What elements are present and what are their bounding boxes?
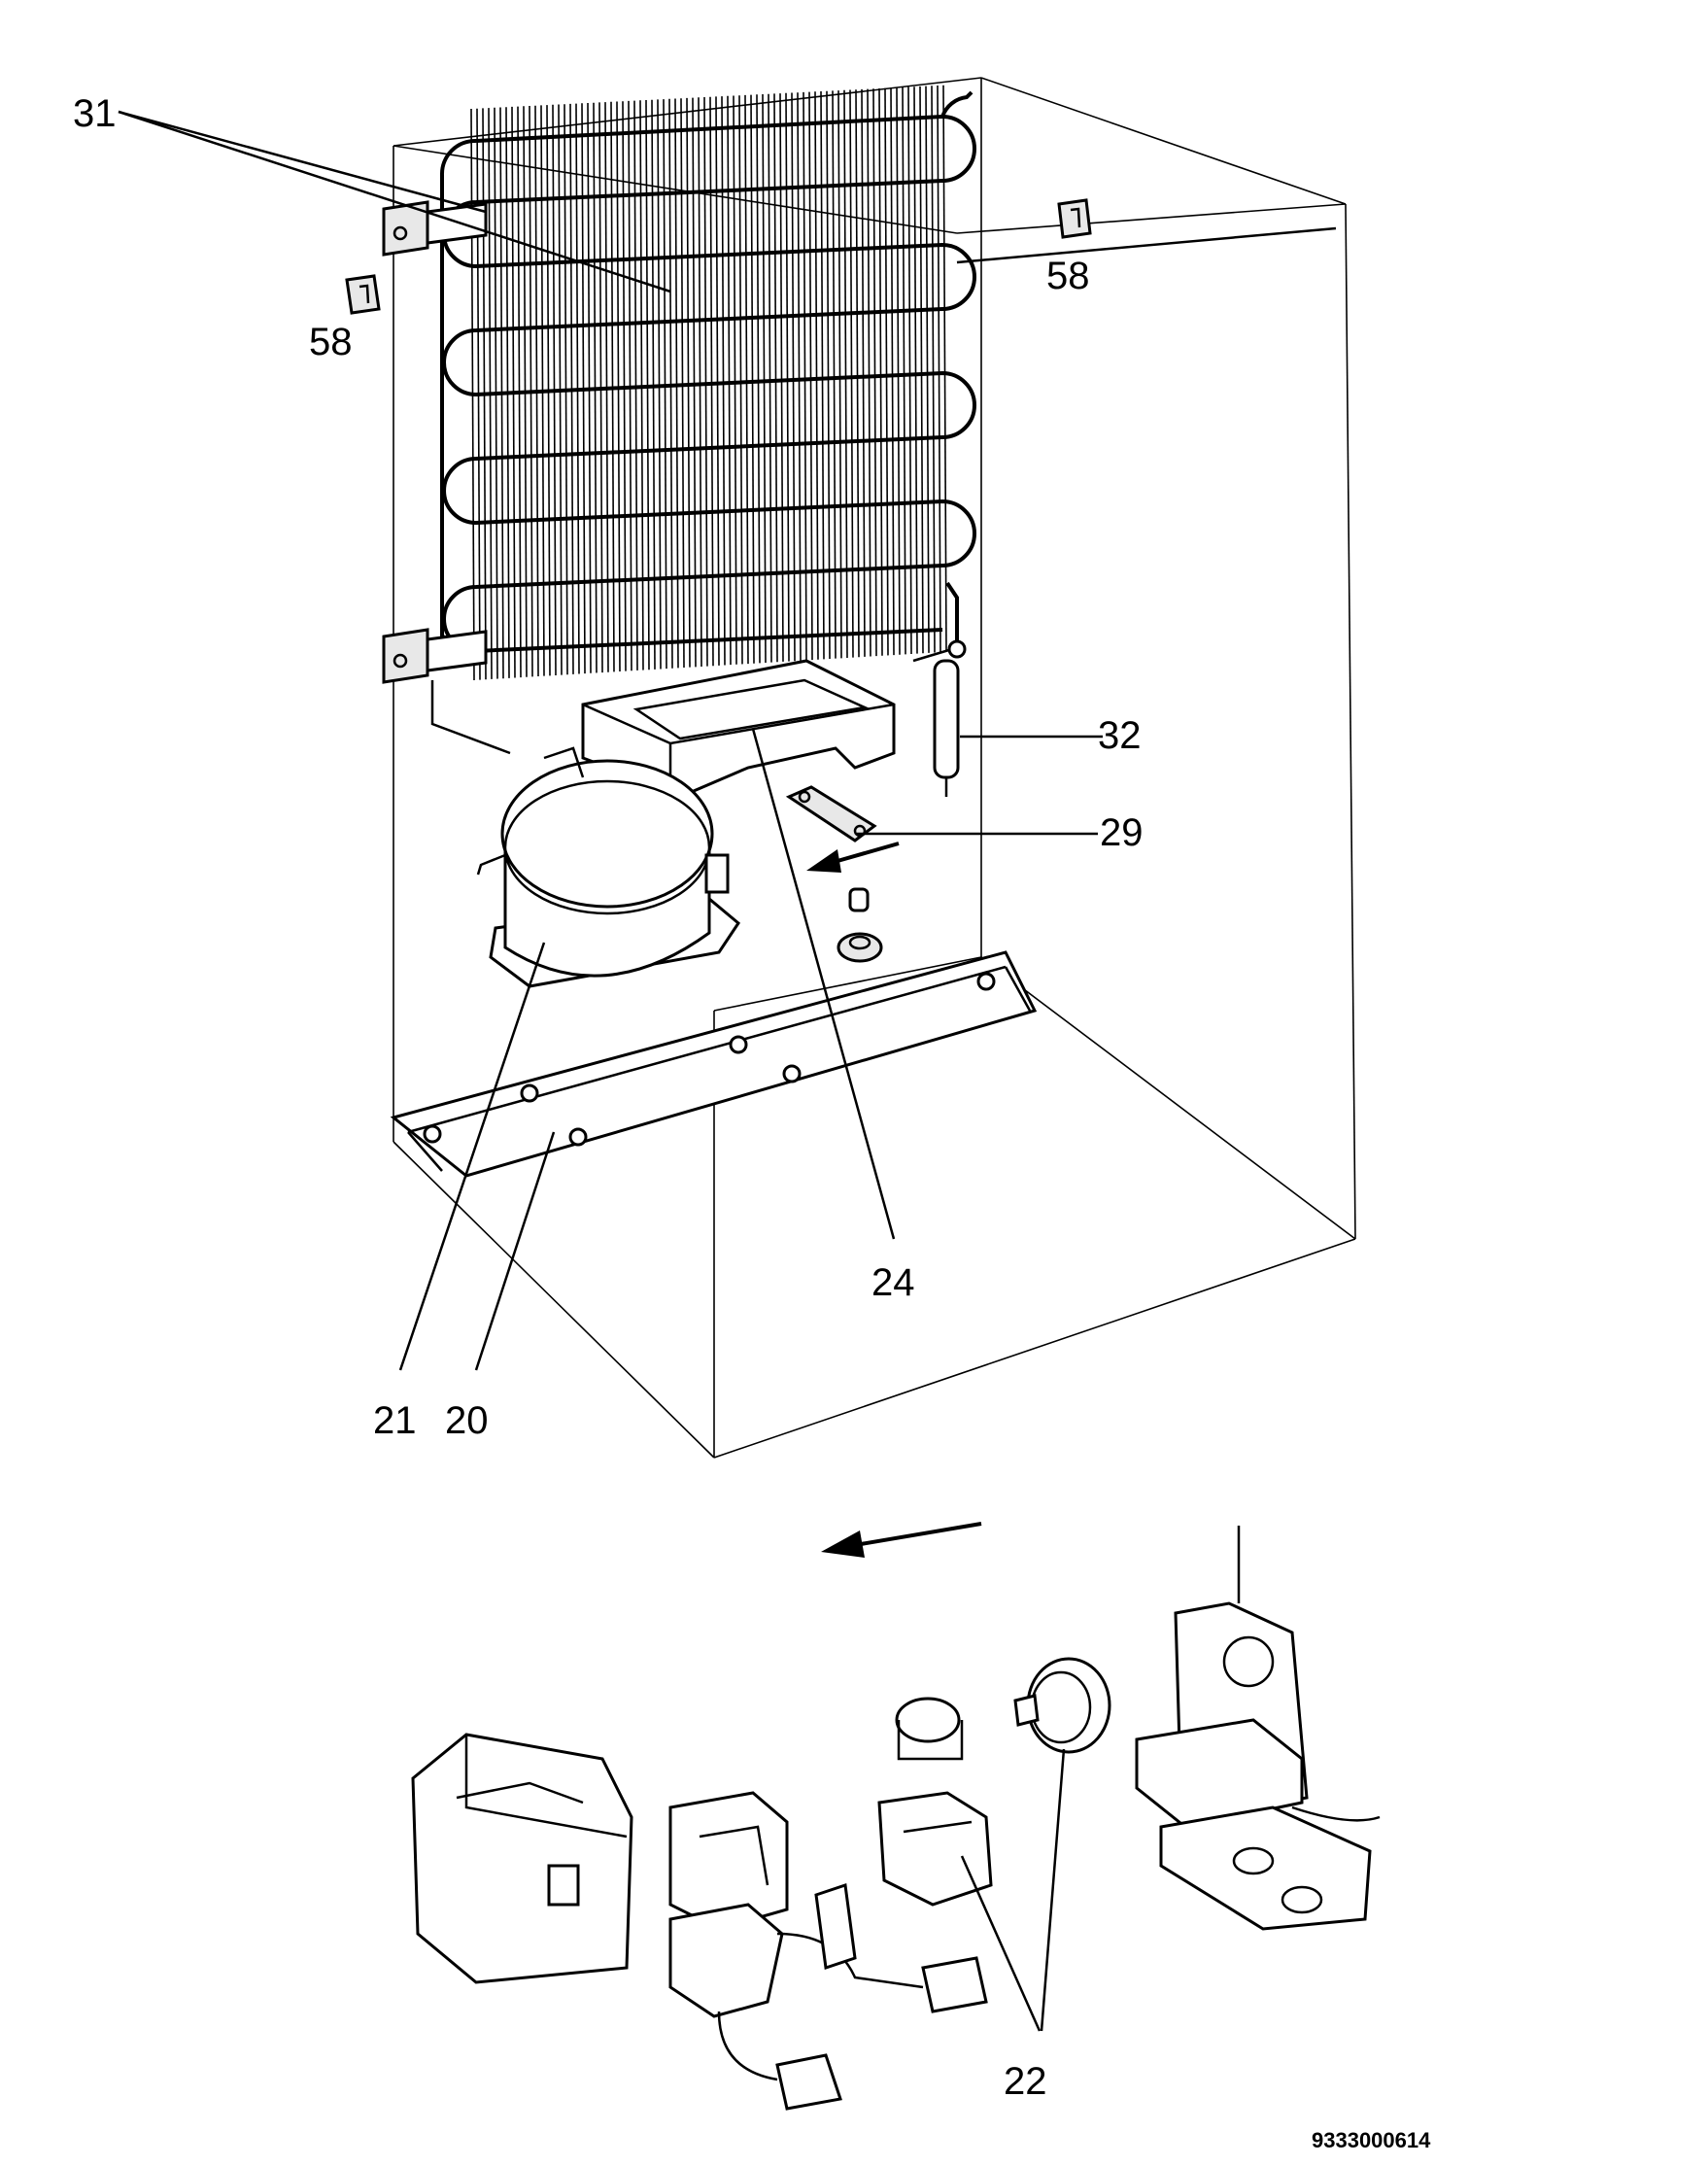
label-24: 24 (871, 1261, 915, 1304)
condenser-fin (715, 96, 720, 666)
condenser-fin (832, 90, 837, 659)
leader-lines (118, 110, 1337, 2032)
condenser-fin (768, 93, 772, 663)
condenser-fin (733, 95, 737, 665)
condenser-fin (797, 92, 802, 661)
condenser-fin (890, 87, 895, 656)
condenser-fin (855, 89, 860, 658)
condenser-fin (878, 87, 883, 656)
condenser-fin (703, 96, 708, 667)
base-plate-holes (423, 972, 996, 1147)
condenser-fin (686, 97, 691, 668)
label-29: 29 (1100, 811, 1144, 854)
condenser-coil (430, 85, 976, 755)
condenser-fin (808, 91, 813, 661)
label-20: 20 (445, 1399, 489, 1442)
condenser-fin (779, 93, 784, 662)
condenser-fin (872, 88, 877, 657)
condenser-fin (849, 89, 854, 658)
condenser-fin (750, 94, 755, 664)
drawing-code: 9333000614 (1312, 2128, 1431, 2152)
coil-bracket-top (382, 200, 488, 257)
base-plate (390, 950, 1038, 1178)
filter-drier (912, 639, 967, 797)
grommet (837, 887, 883, 963)
mounting-bracket (1135, 1526, 1381, 1931)
direction-arrow-upper (806, 842, 900, 873)
clip-58-right (1057, 198, 1092, 239)
label-58-right: 58 (1046, 255, 1090, 297)
clip-58-left (345, 274, 381, 315)
condenser-fin (773, 93, 778, 663)
label-31: 31 (73, 92, 117, 135)
condenser-fin (826, 90, 831, 660)
condenser-fin (814, 91, 819, 660)
condenser-fin (803, 91, 807, 661)
condenser-fin (843, 89, 848, 658)
condenser-fin (762, 93, 767, 664)
condenser-fin (884, 87, 889, 656)
condenser-fin (896, 87, 901, 655)
condenser-fin (738, 95, 743, 665)
strap-29 (785, 785, 877, 842)
condenser-fin (692, 97, 697, 668)
condenser-fin (709, 96, 714, 667)
compressor (476, 746, 740, 988)
coil-bracket-bottom (382, 628, 488, 684)
condenser-fin (791, 92, 796, 662)
relay-assembly (668, 1791, 988, 2111)
condenser-fin (680, 98, 685, 669)
condenser-fin (820, 90, 825, 660)
cover-box (411, 1733, 633, 1984)
starter-relay-22 (877, 1697, 993, 1907)
condenser-fin (785, 92, 790, 662)
condenser-fin (674, 98, 679, 669)
condenser-fin (727, 95, 732, 666)
condenser-fin (861, 88, 866, 657)
direction-arrow-lower (821, 1522, 982, 1558)
thermal-protector-22 (1013, 1657, 1111, 1754)
label-32: 32 (1098, 714, 1142, 757)
condenser-fin (744, 94, 749, 665)
condenser-fin (837, 90, 842, 659)
label-21: 21 (373, 1399, 417, 1442)
condenser-fin (721, 96, 726, 666)
part-labels: 31 58 58 32 29 24 21 20 22 9333000614 (73, 92, 1431, 2152)
condenser-fin (756, 94, 761, 664)
condenser-fin (698, 97, 702, 667)
label-58-left: 58 (309, 321, 353, 363)
condenser-fin (867, 88, 871, 657)
label-22: 22 (1004, 2060, 1047, 2103)
